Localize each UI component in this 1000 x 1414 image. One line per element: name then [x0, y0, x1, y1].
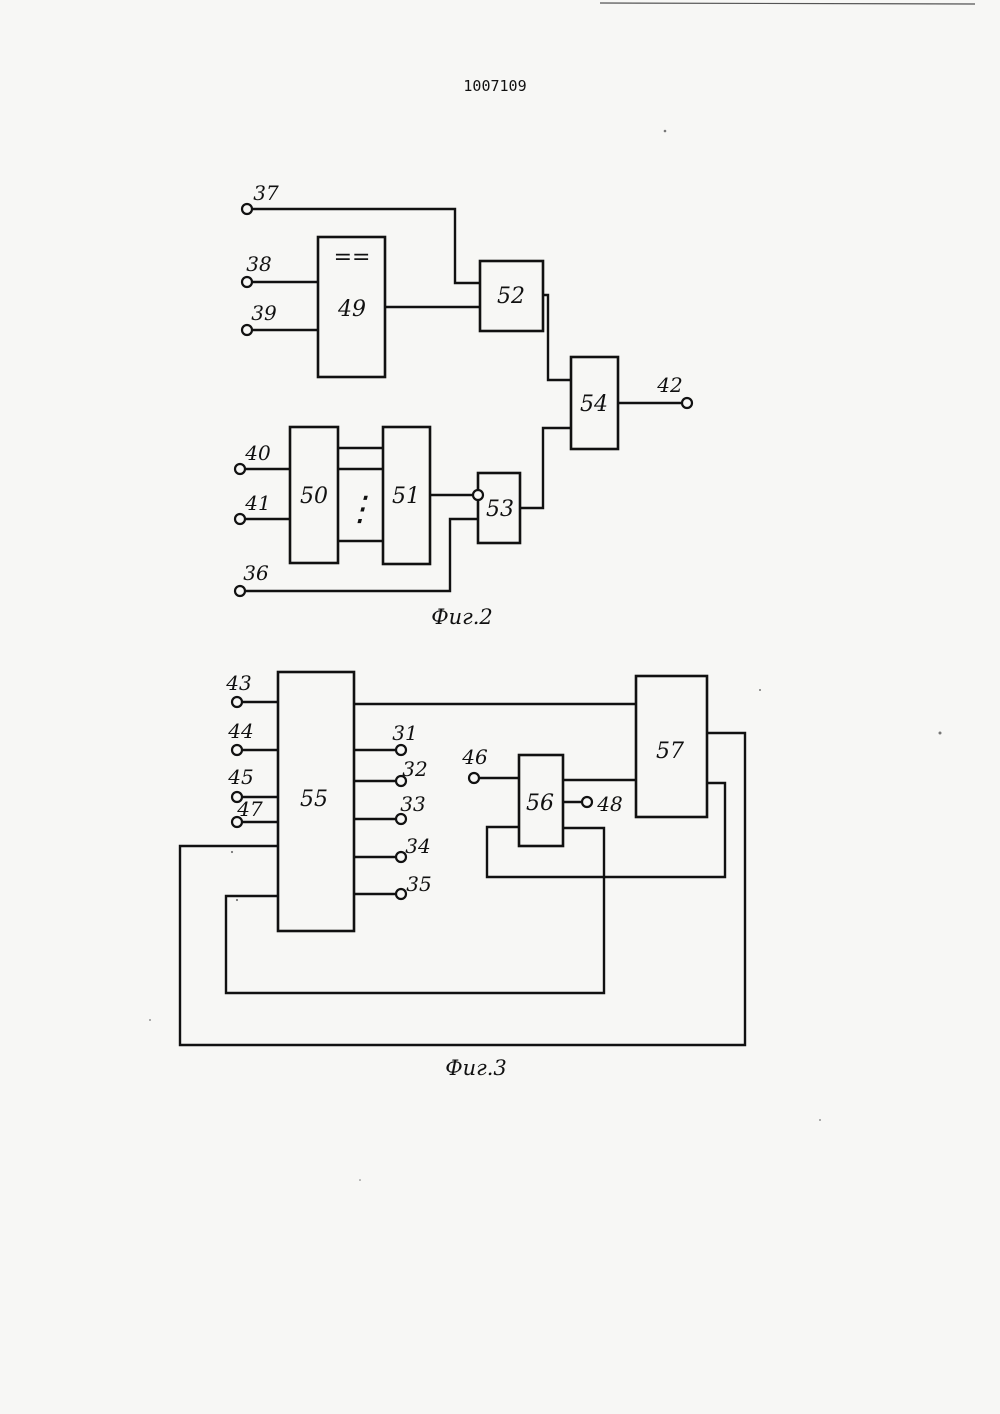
terminal-43-label: 43: [225, 671, 251, 695]
figure-3: 55 56 57 43 44 45 47 31 32 33 34 35 46 4…: [180, 671, 745, 1080]
block-56-label: 56: [526, 791, 554, 816]
terminal-40: [235, 464, 245, 474]
terminal-31: [396, 745, 406, 755]
terminal-45-label: 45: [227, 765, 253, 789]
terminal-36-label: 36: [243, 561, 269, 585]
terminal-32-label: 32: [402, 757, 427, 781]
wire-36-to-53: [240, 519, 478, 591]
terminal-39-label: 39: [251, 301, 277, 325]
terminal-47-label: 47: [236, 797, 263, 821]
terminal-33-label: 33: [400, 792, 425, 816]
block-57-label: 57: [656, 739, 684, 764]
terminal-48-label: 48: [596, 792, 622, 816]
terminal-37: [242, 204, 252, 214]
terminal-43: [232, 697, 242, 707]
terminal-34-label: 34: [405, 834, 430, 858]
inverter-bubble-53: [473, 490, 483, 500]
block-49-label: 49: [337, 297, 366, 322]
terminal-48: [582, 797, 592, 807]
terminal-46: [469, 773, 479, 783]
sheet-edge-line: [600, 3, 975, 4]
terminal-42: [682, 398, 692, 408]
block-50-label: 50: [300, 484, 328, 509]
figure-2: == 49 52 54 50 51 53 ⋮ 37 38 39 40 41 36…: [235, 181, 692, 629]
terminal-44-label: 44: [227, 719, 253, 743]
terminal-44: [232, 745, 242, 755]
terminal-37-label: 37: [253, 181, 279, 205]
terminal-31-label: 31: [392, 721, 417, 745]
bus-ellipsis: ⋮: [343, 489, 377, 529]
terminal-35-label: 35: [406, 872, 431, 896]
figure-2-caption: Фиг.2: [431, 605, 493, 629]
terminal-39: [242, 325, 252, 335]
terminal-38: [242, 277, 252, 287]
wire-53-to-54: [520, 428, 571, 508]
terminal-41: [235, 514, 245, 524]
block-52-label: 52: [497, 284, 525, 309]
terminal-42-label: 42: [656, 373, 682, 397]
document-number: 1007109: [463, 77, 526, 95]
figure-3-caption: Фиг.3: [445, 1056, 507, 1080]
block-54-label: 54: [580, 392, 608, 417]
terminal-46-label: 46: [461, 745, 488, 769]
block-49-symbol: ==: [334, 245, 371, 270]
block-51-label: 51: [392, 484, 420, 509]
terminal-41-label: 41: [244, 491, 270, 515]
terminal-36: [235, 586, 245, 596]
block-53-label: 53: [486, 497, 514, 522]
terminal-35: [396, 889, 406, 899]
wire-52-to-54: [543, 295, 571, 380]
scan-specks: [149, 130, 941, 1181]
terminal-38-label: 38: [246, 252, 271, 276]
block-55-label: 55: [300, 787, 328, 812]
terminal-40-label: 40: [244, 441, 271, 465]
